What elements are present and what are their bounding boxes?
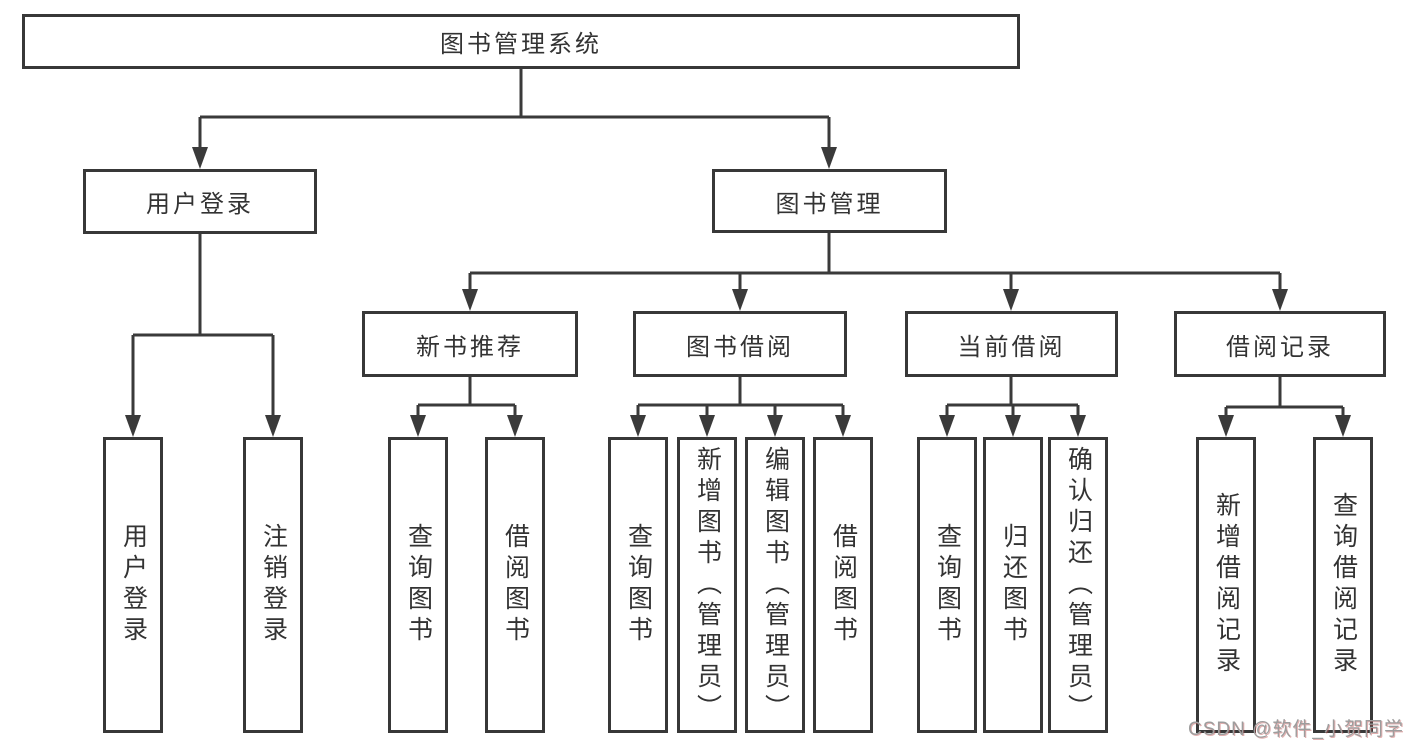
node-user-login-label: 用户登录	[146, 191, 254, 218]
node-library-system-label: 图书管理系统	[440, 31, 602, 58]
leaf-return-book-label: 归还图书	[999, 523, 1028, 647]
leaf-borrow-books-recommend: 借阅图书	[485, 437, 545, 733]
leaf-add-book-admin: 新增图书（管理员）	[677, 437, 737, 733]
node-new-book-recommend: 新书推荐	[362, 311, 578, 377]
leaf-add-borrow-record-label: 新增借阅记录	[1212, 492, 1241, 678]
node-borrow-records: 借阅记录	[1174, 311, 1386, 377]
leaf-add-book-admin-label: 新增图书（管理员）	[693, 445, 722, 725]
leaf-logout-label: 注销登录	[259, 523, 288, 647]
node-book-management: 图书管理	[712, 169, 947, 233]
leaf-logout: 注销登录	[243, 437, 303, 733]
node-library-system: 图书管理系统	[22, 14, 1020, 69]
leaf-edit-book-admin-label: 编辑图书（管理员）	[761, 445, 790, 725]
leaf-confirm-return-admin-label: 确认归还（管理员）	[1064, 445, 1093, 725]
node-current-borrow: 当前借阅	[905, 311, 1118, 377]
node-new-book-recommend-label: 新书推荐	[416, 333, 524, 361]
leaf-borrow-books-recommend-label: 借阅图书	[501, 523, 530, 647]
leaf-user-login-label: 用户登录	[119, 523, 148, 647]
leaf-edit-book-admin: 编辑图书（管理员）	[745, 437, 805, 733]
leaf-borrow-books-borrow-label: 借阅图书	[829, 523, 858, 647]
leaf-query-books-current: 查询图书	[917, 437, 977, 733]
node-current-borrow-label: 当前借阅	[957, 333, 1066, 361]
leaf-borrow-books-borrow: 借阅图书	[813, 437, 873, 733]
leaf-query-borrow-record-label: 查询借阅记录	[1329, 492, 1358, 678]
leaf-query-books-borrow: 查询图书	[608, 437, 668, 733]
leaf-query-books-recommend: 查询图书	[388, 437, 448, 733]
leaf-return-book: 归还图书	[983, 437, 1043, 733]
leaf-query-borrow-record: 查询借阅记录	[1313, 437, 1373, 733]
leaf-query-books-recommend-label: 查询图书	[404, 523, 433, 647]
node-book-borrow-label: 图书借阅	[686, 333, 794, 361]
node-user-login: 用户登录	[83, 169, 317, 234]
node-book-borrow: 图书借阅	[633, 311, 847, 377]
leaf-user-login: 用户登录	[103, 437, 163, 733]
watermark: CSDN @软件_小贺同学	[1188, 719, 1404, 740]
node-book-management-label: 图书管理	[775, 190, 884, 218]
leaf-add-borrow-record: 新增借阅记录	[1196, 437, 1256, 733]
leaf-query-books-borrow-label: 查询图书	[624, 523, 653, 647]
leaf-confirm-return-admin: 确认归还（管理员）	[1048, 437, 1108, 733]
node-borrow-records-label: 借阅记录	[1226, 333, 1334, 361]
leaf-query-books-current-label: 查询图书	[933, 523, 962, 647]
